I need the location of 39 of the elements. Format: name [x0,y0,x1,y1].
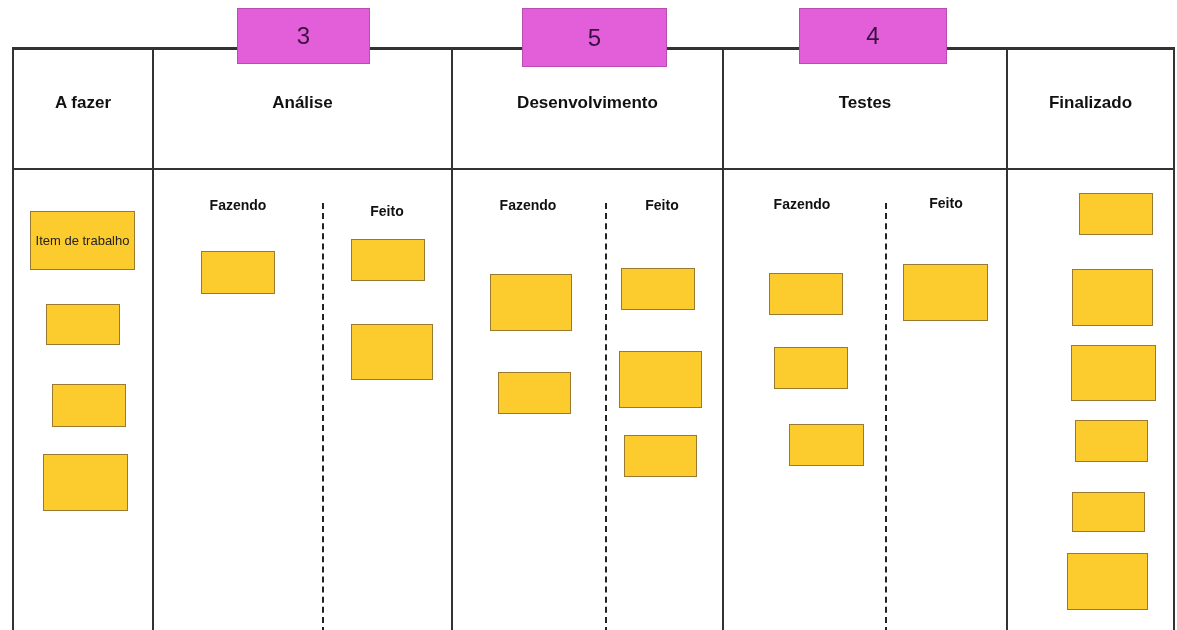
work-item-card [498,372,571,414]
board-column [152,47,451,630]
work-item-card [624,435,697,477]
subcolumn-header: Fazendo [773,195,831,214]
wip-limit-badge: 5 [522,8,667,67]
work-item-card [1067,553,1148,610]
work-item-card [789,424,864,466]
work-item-card [774,347,848,389]
work-item-card [52,384,126,427]
wip-limit-badge: 4 [799,8,947,64]
work-item-card [903,264,988,321]
work-item-card [1075,420,1148,462]
work-item-card: Item de trabalho [30,211,135,270]
work-item-card [351,324,433,380]
column-header: Finalizado [1008,50,1173,170]
work-item-card [490,274,572,331]
subcolumn-header: Fazendo [499,196,557,215]
work-item-card [619,351,702,408]
work-item-card [1071,345,1156,401]
board-column [12,47,152,630]
work-item-card [1072,492,1145,532]
column-header: A fazer [14,50,152,170]
wip-limit-badge: 3 [237,8,370,64]
work-item-card [1079,193,1153,235]
work-item-card [201,251,275,294]
work-item-card [351,239,425,281]
work-item-card [621,268,695,310]
subcolumn-header: Fazendo [209,196,267,215]
subcolumn-header: Feito [929,194,963,213]
board-column [722,47,1006,630]
work-item-card [769,273,843,315]
work-item-card [43,454,128,511]
work-item-card [46,304,120,345]
subcolumn-header: Feito [645,196,679,215]
subcolumn-header: Feito [370,202,404,221]
work-item-card [1072,269,1153,326]
board-column [451,47,722,630]
board-column [1006,47,1175,630]
column-header: Análise [154,50,451,170]
